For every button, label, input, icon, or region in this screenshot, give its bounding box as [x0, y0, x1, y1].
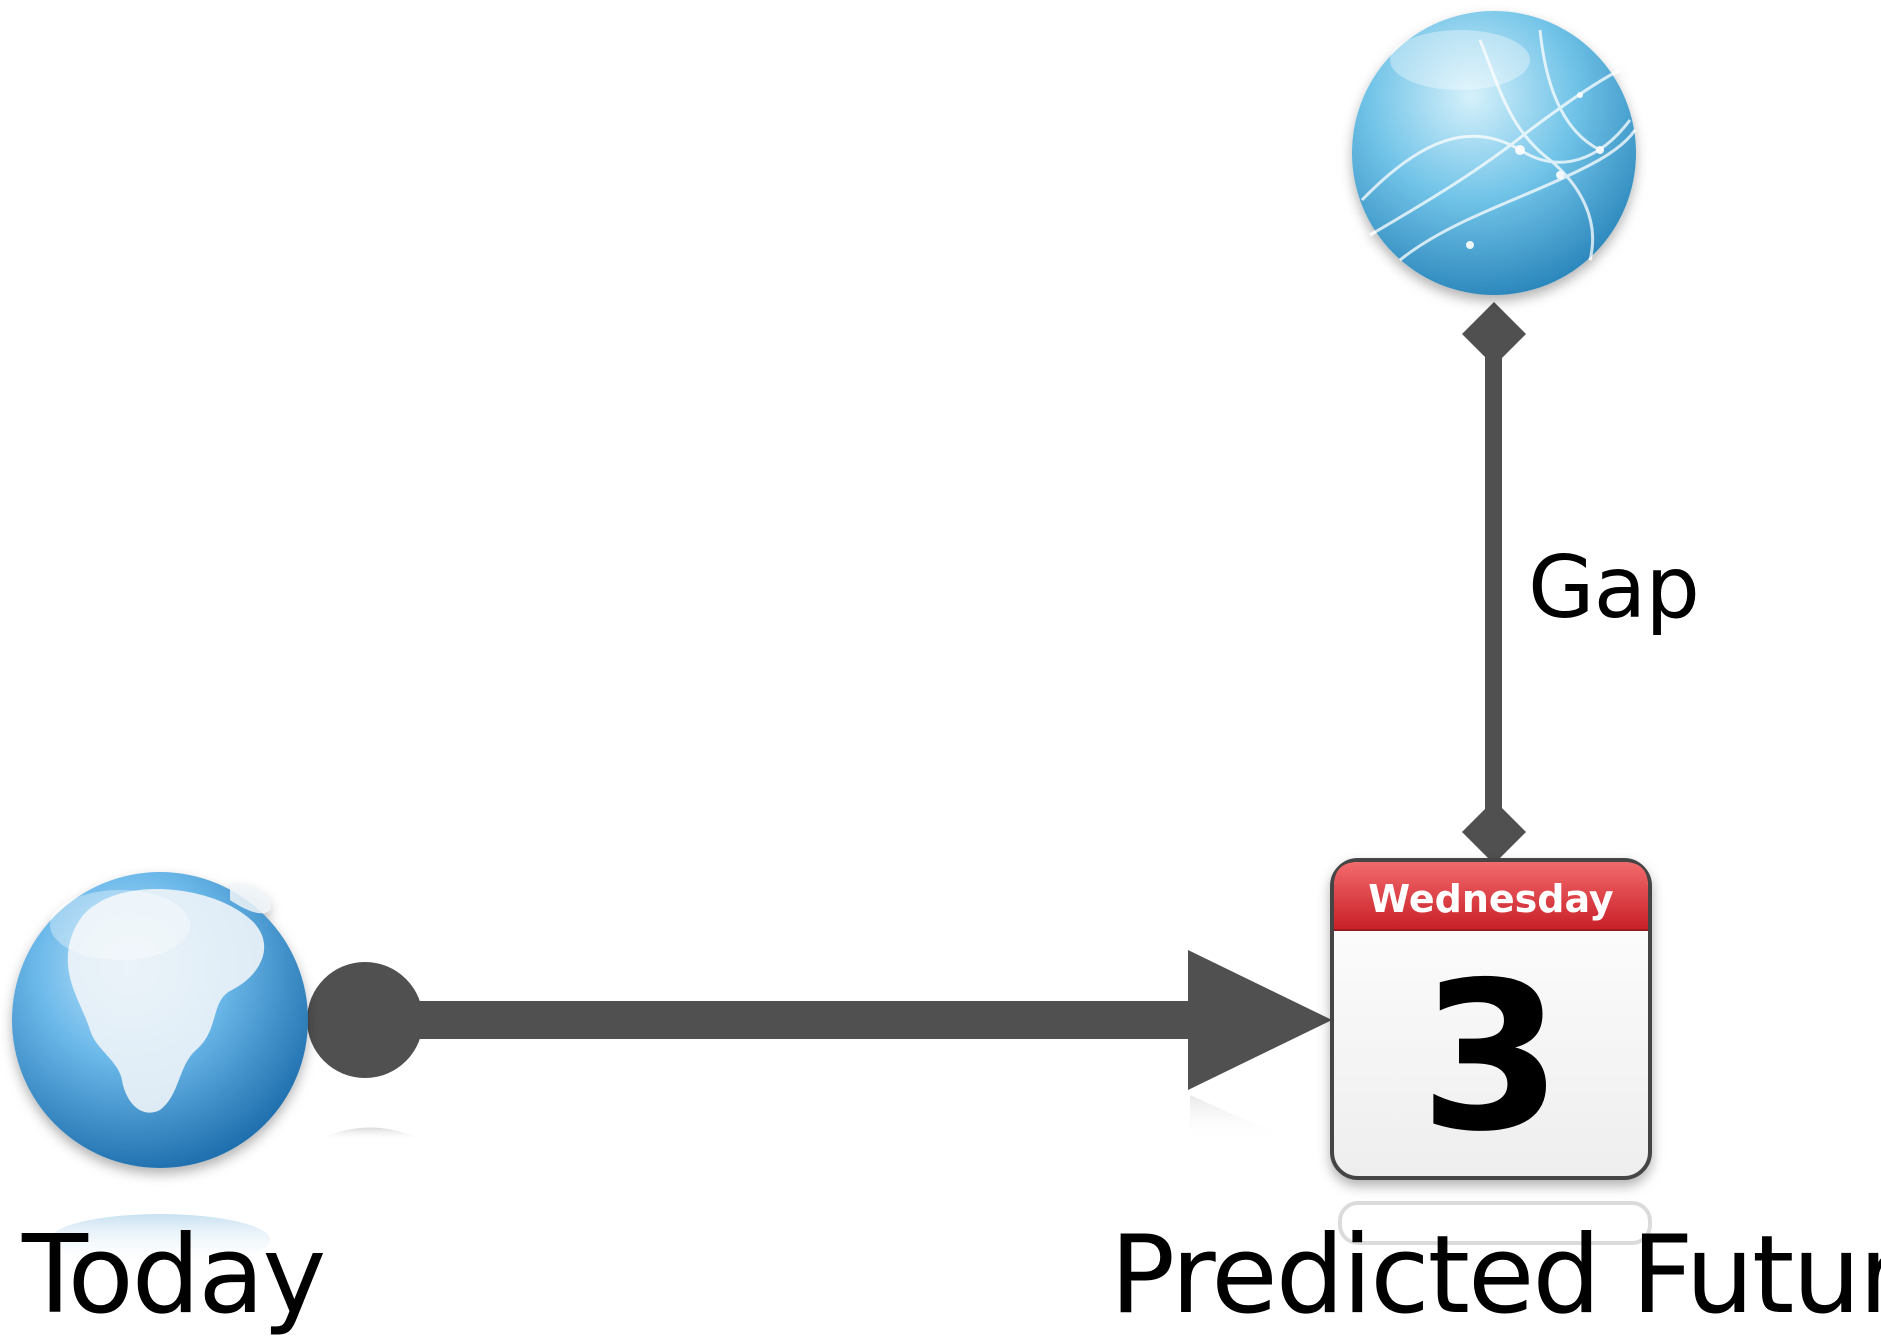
today-label: Today	[22, 1213, 326, 1338]
calendar-weekday: Wednesday	[1368, 877, 1614, 921]
gap-connector	[1462, 302, 1526, 864]
gap-label: Gap	[1528, 538, 1700, 638]
predicted-future-label: Predicted Future	[1110, 1213, 1881, 1338]
arrow-head	[1188, 950, 1332, 1090]
arrow-start-dot	[307, 962, 423, 1078]
calendar-day-number: 3	[1420, 939, 1563, 1177]
gap-bottom-diamond	[1462, 800, 1526, 864]
gap-top-diamond	[1462, 302, 1526, 366]
calendar-icon: Wednesday 3	[1330, 858, 1652, 1180]
earth-globe-icon	[12, 872, 308, 1168]
network-sphere-icon	[1352, 11, 1637, 295]
prediction-arrow	[307, 950, 1332, 1090]
reflections	[50, 1095, 1652, 1266]
